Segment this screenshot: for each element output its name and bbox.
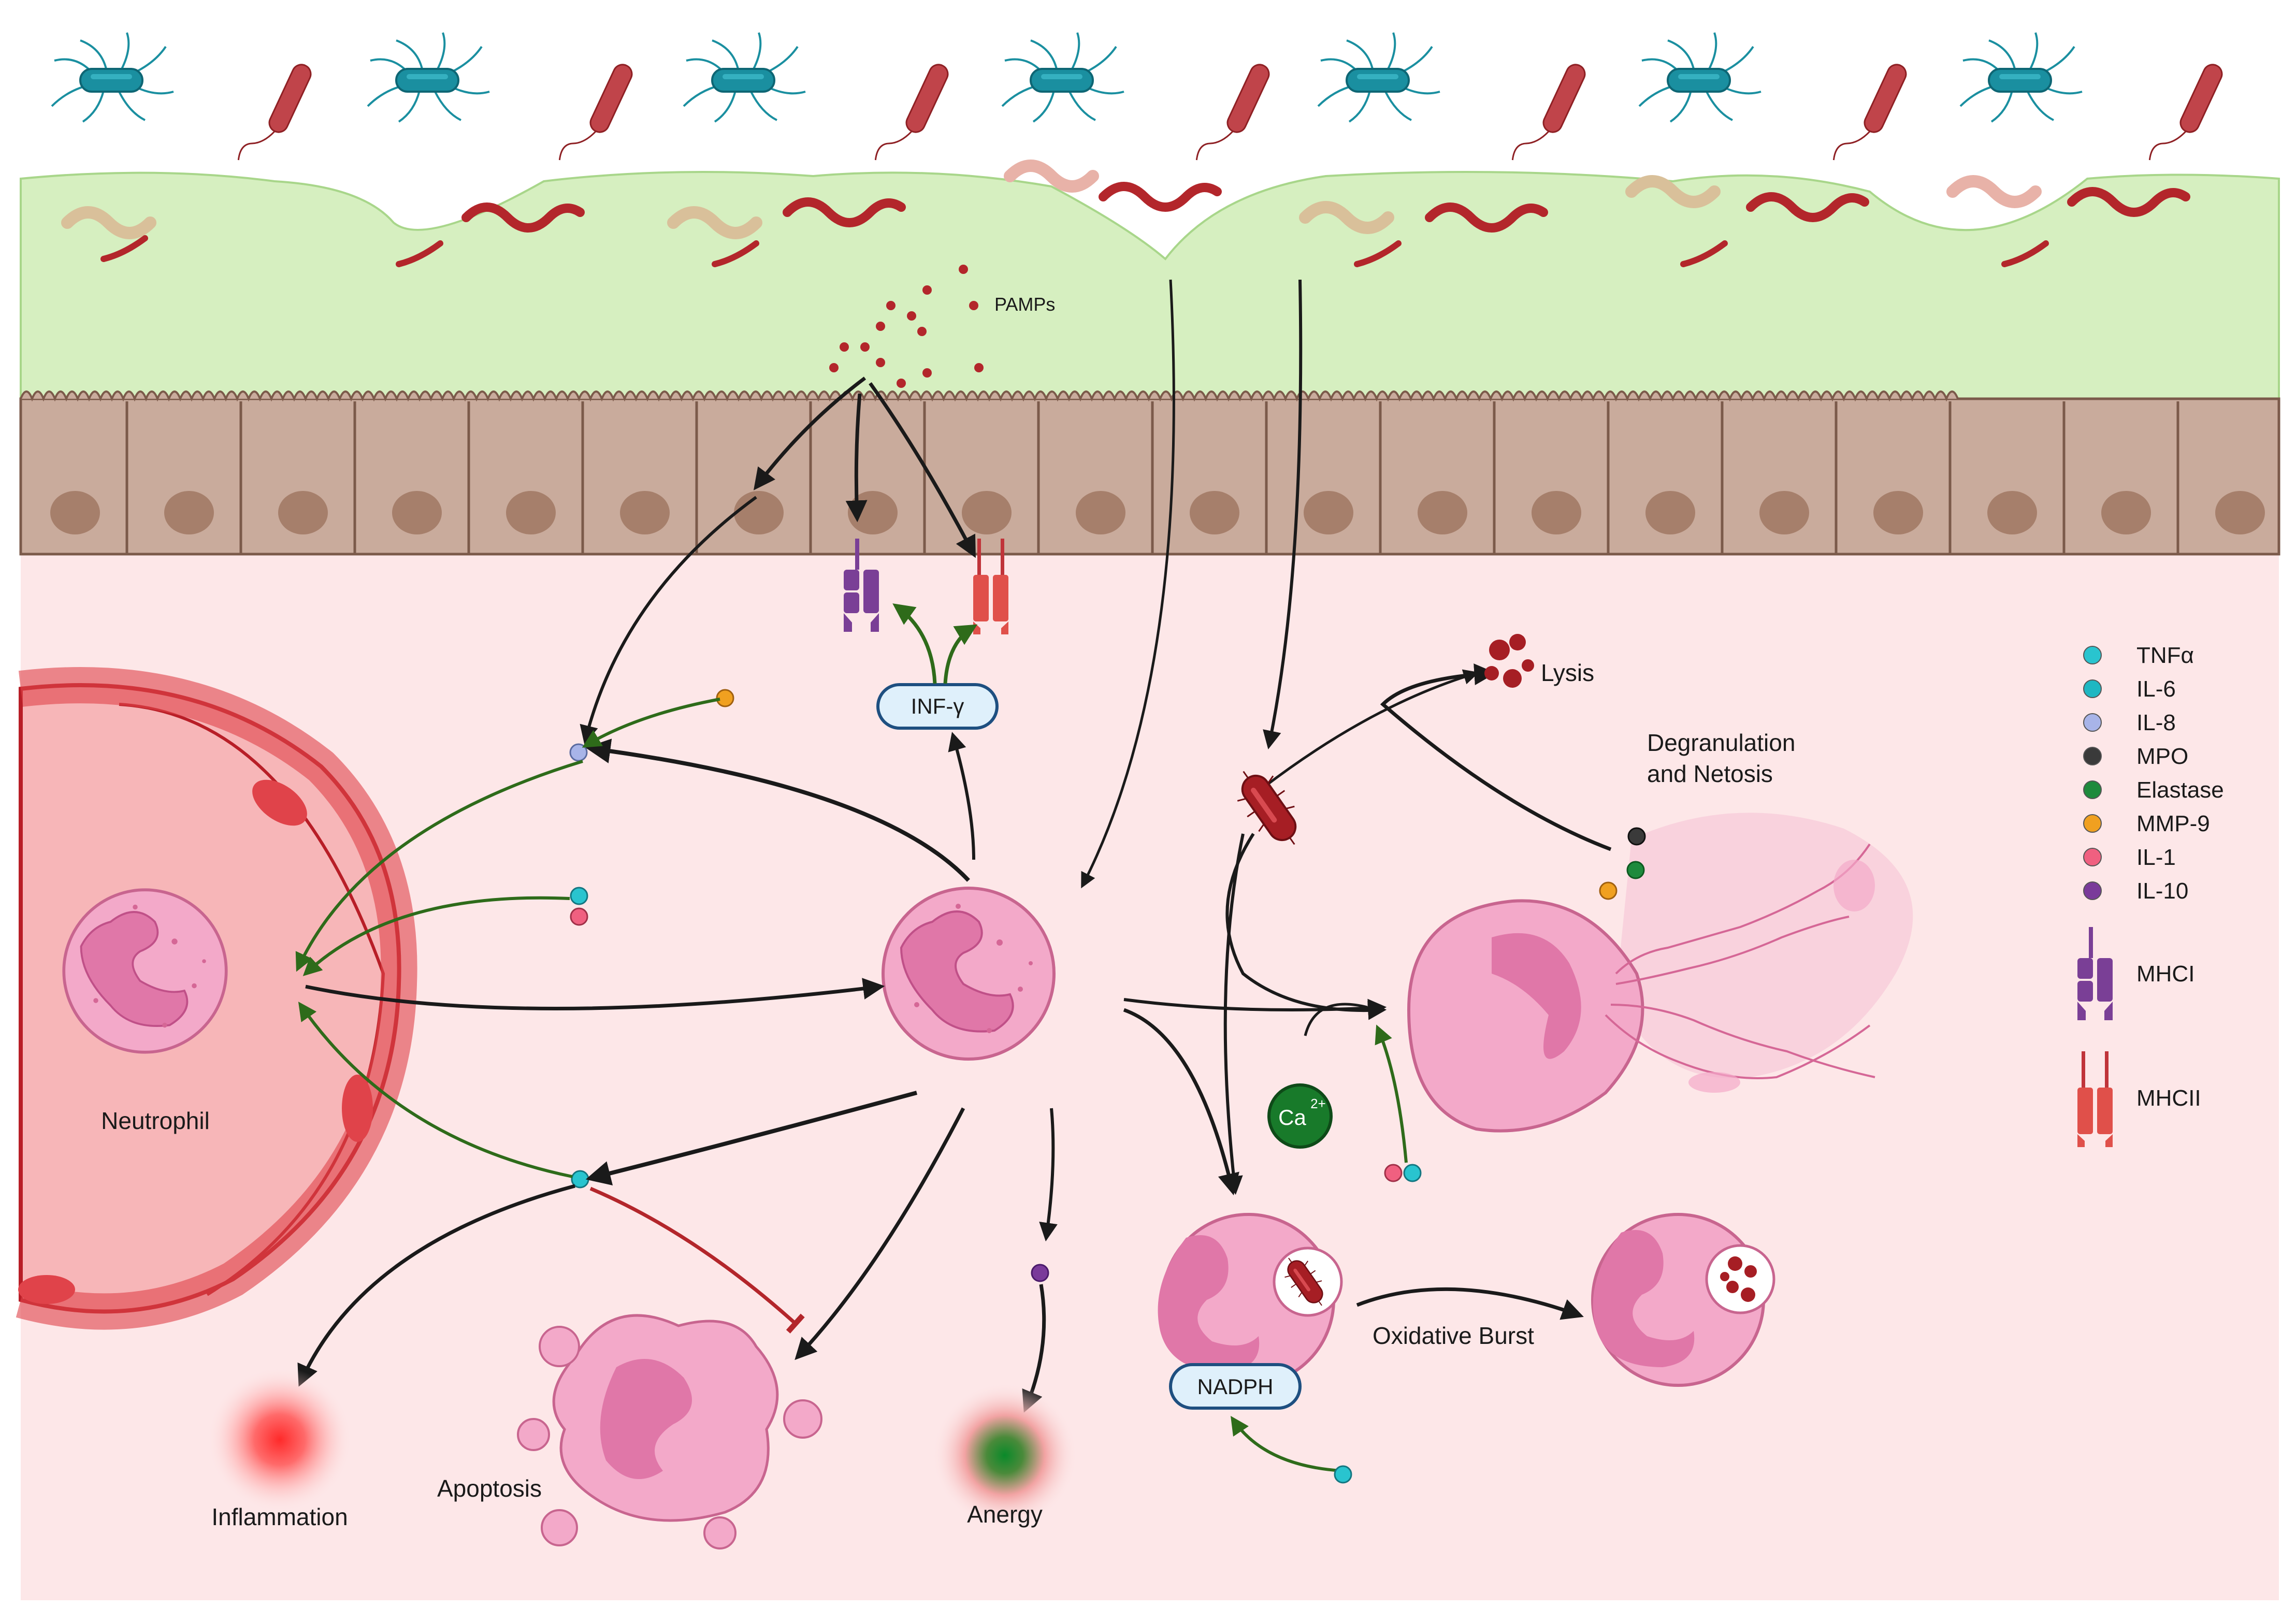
nadph-box — [1169, 1363, 1302, 1410]
elastase-molecule — [1626, 861, 1645, 879]
phagocyte-neutrophil — [1158, 1213, 1343, 1387]
neutrophil-vessel — [64, 890, 226, 1052]
legend-label-4: Elastase — [2136, 777, 2224, 803]
pamps-label: PAMPs — [994, 294, 1055, 315]
inflammation-label: Inflammation — [211, 1503, 348, 1530]
il1-molecule — [570, 907, 588, 926]
legend-swatch-0 — [2083, 646, 2102, 664]
tnf-molecule — [570, 887, 588, 905]
mmp9-molecule — [716, 689, 734, 707]
post-burst-neutrophil — [1591, 1213, 1775, 1387]
arrows-black — [297, 279, 1612, 1413]
legend-swatch-7 — [2083, 881, 2102, 900]
il10-molecule — [1031, 1264, 1049, 1282]
apoptotic-cell — [517, 1314, 822, 1549]
degranulation-label-2: and Netosis — [1647, 760, 1773, 787]
tnf-molecule-nadph — [1334, 1465, 1352, 1484]
legend-label-2: IL-8 — [2136, 710, 2176, 735]
mpo-molecule — [1627, 827, 1646, 846]
lumen — [0, 0, 2296, 207]
pamps-particles — [829, 265, 984, 388]
apoptosis-label: Apoptosis — [437, 1475, 542, 1502]
neutrophil-central — [883, 888, 1054, 1059]
mucus-bacteria — [61, 160, 2190, 267]
oxidative-burst-label: Oxidative Burst — [1373, 1322, 1534, 1349]
degranulation-label-1: Degranulation — [1647, 729, 1795, 756]
legend-label-7: IL-10 — [2136, 878, 2188, 904]
legend-swatch-2 — [2083, 713, 2102, 732]
lysis-label: Lysis — [1541, 659, 1594, 686]
legend-receptor-label-0: MHCI — [2136, 961, 2194, 987]
legend-swatch-1 — [2083, 679, 2102, 698]
inf-gamma-label: INF-γ — [911, 694, 964, 718]
il8-molecule — [569, 743, 588, 762]
arrows-green — [295, 603, 1408, 1472]
lysis-fragments — [1484, 634, 1534, 688]
mmp9-molecule-netosis — [1599, 881, 1618, 900]
calcium-label: Ca — [1278, 1105, 1306, 1129]
legend-label-1: IL-6 — [2136, 676, 2176, 702]
nadph-label: NADPH — [1197, 1374, 1273, 1399]
anergy-label: Anergy — [967, 1501, 1043, 1528]
tnf-molecule-netosis — [1403, 1164, 1422, 1182]
inflammation-glow — [207, 1367, 352, 1512]
calcium-ion — [1267, 1083, 1333, 1149]
neutrophil-label: Neutrophil — [101, 1107, 210, 1134]
anergy-glow — [932, 1383, 1077, 1528]
epithelium — [19, 390, 2280, 556]
calcium-charge: 2+ — [1310, 1096, 1326, 1111]
legend-swatch-6 — [2083, 848, 2102, 866]
legend-label-0: TNFα — [2136, 643, 2194, 668]
legend-label-6: IL-1 — [2136, 845, 2176, 870]
netosis-neutrophil — [1407, 813, 1913, 1133]
legend-receptor-label-1: MHCII — [2136, 1085, 2201, 1111]
legend-swatch-4 — [2083, 780, 2102, 799]
legend-label-5: MMP-9 — [2136, 811, 2210, 836]
legend-swatch-5 — [2083, 814, 2102, 833]
inf-gamma-box — [876, 683, 999, 730]
legend-swatch-3 — [2083, 747, 2102, 765]
il1-molecule-netosis — [1384, 1164, 1403, 1182]
mucus-layer — [20, 171, 2280, 405]
legend-label-3: MPO — [2136, 744, 2188, 769]
inhibition-line — [589, 1186, 805, 1334]
